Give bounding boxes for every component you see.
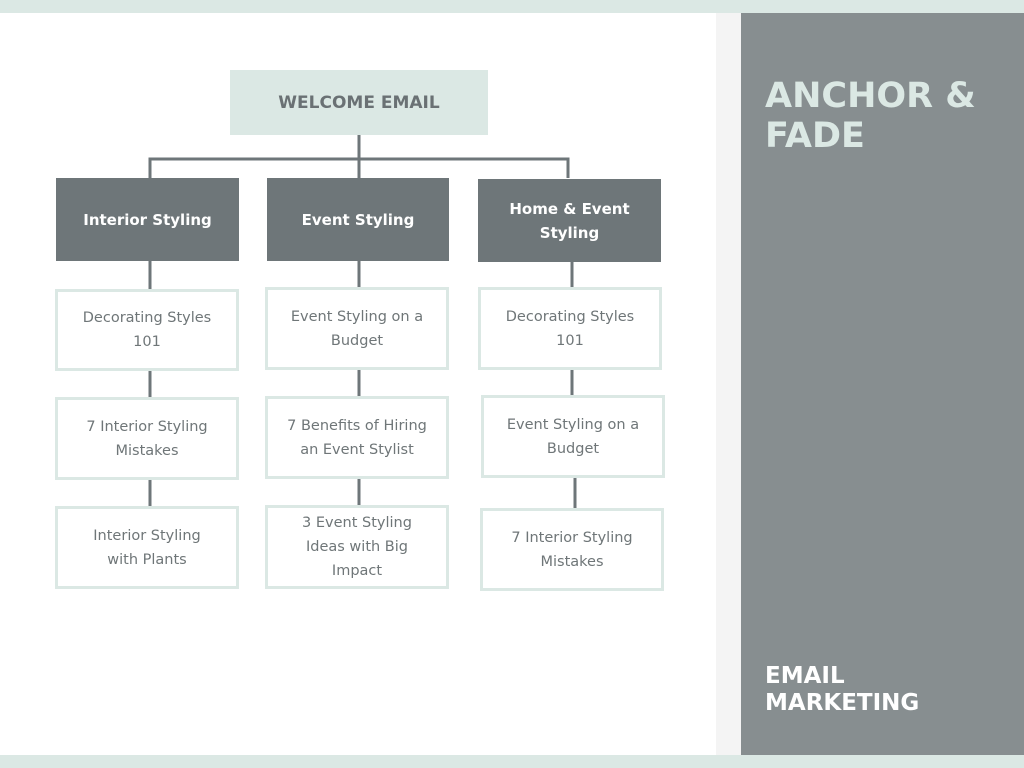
topic-node: Event Styling on a Budget [265,287,449,370]
category-node-event-styling: Event Styling [267,178,449,261]
topic-node: 3 Event Styling Ideas with Big Impact [265,505,449,589]
topic-node: 7 Benefits of Hiring an Event Stylist [265,396,449,479]
category-node-home-event-styling: Home & Event Styling [478,179,661,262]
topic-node: 7 Interior Styling Mistakes [480,508,664,591]
top-band [0,0,1024,13]
bottom-band [0,755,1024,768]
sidebar-gutter [716,13,741,755]
topic-node: Decorating Styles 101 [55,289,239,371]
topic-node: Event Styling on a Budget [481,395,665,478]
sidebar-panel [741,13,1024,755]
category-node-interior-styling: Interior Styling [56,178,239,261]
topic-node: Interior Styling with Plants [55,506,239,589]
topic-node: Decorating Styles 101 [478,287,662,370]
brand-title: ANCHOR & FADE [765,76,976,156]
brand-subtitle: EMAIL MARKETING [765,663,920,716]
flowchart-connectors [148,135,577,508]
root-node-welcome-email: WELCOME EMAIL [230,70,488,135]
topic-node: 7 Interior Styling Mistakes [55,397,239,480]
